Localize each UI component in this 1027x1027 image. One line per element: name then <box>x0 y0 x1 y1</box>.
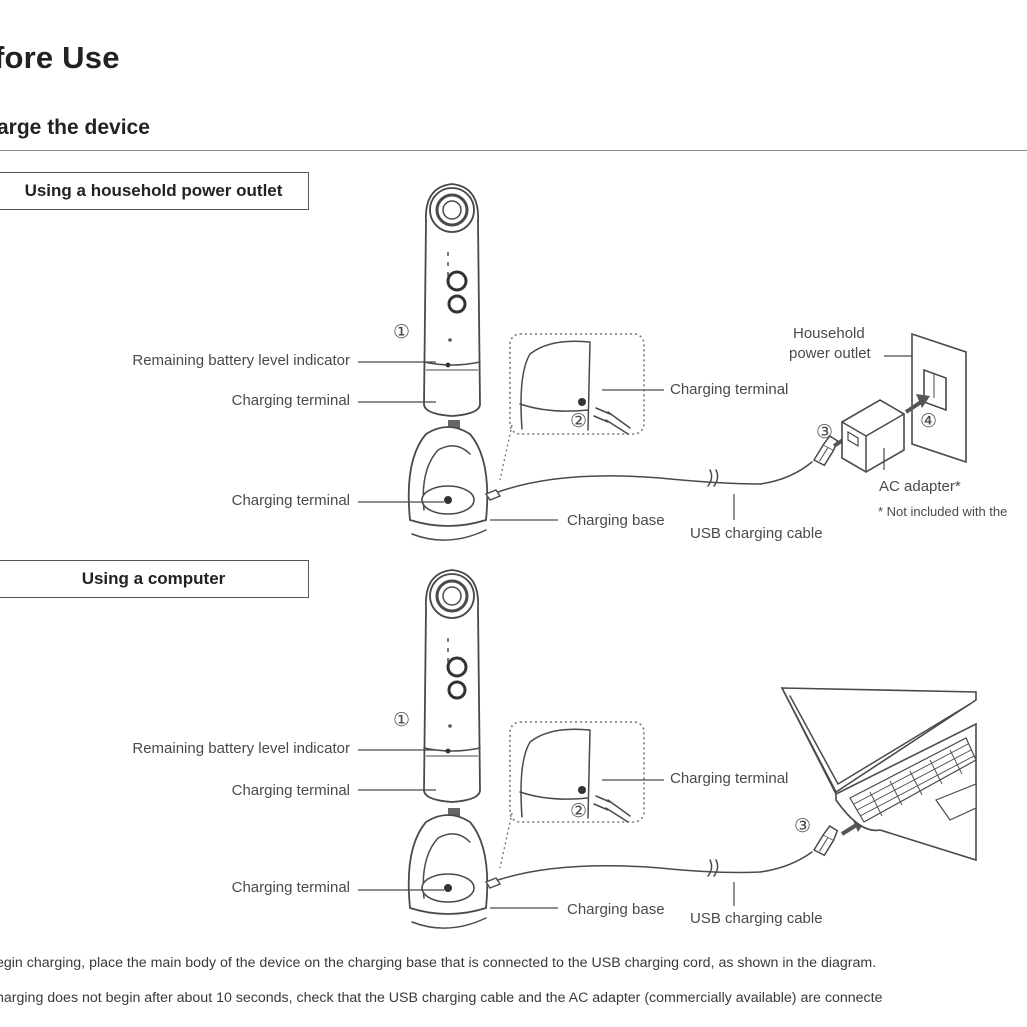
household-outlet-label-line2: power outlet <box>789 345 871 362</box>
base-charging-terminal-label: Charging terminal <box>231 879 350 896</box>
detail-charging-terminal-label: Charging terminal <box>670 381 789 398</box>
base-charging-terminal-label: Charging terminal <box>231 492 350 509</box>
body-charging-terminal-label: Charging terminal <box>231 392 350 409</box>
step-3-marker: ③ <box>794 816 812 837</box>
step-2-marker: ② <box>570 801 588 822</box>
section-heading: arge the device <box>0 116 150 139</box>
page-title: fore Use <box>0 40 120 75</box>
step-3-marker: ③ <box>816 422 834 443</box>
battery-indicator-label: Remaining battery level indicator <box>132 740 350 757</box>
usb-cable-label: USB charging cable <box>690 525 823 542</box>
household-outlet-label-line1: Household <box>793 325 865 342</box>
outlet-method-label: Using a household power outlet <box>0 172 309 210</box>
step-1-marker: ① <box>393 710 411 731</box>
step-2-marker: ② <box>570 411 588 432</box>
ac-adapter-label: AC adapter* <box>879 478 961 495</box>
usb-cable-label: USB charging cable <box>690 910 823 927</box>
heading-divider <box>0 150 1027 151</box>
step-1-marker: ① <box>393 322 411 343</box>
battery-indicator-label: Remaining battery level indicator <box>132 352 350 369</box>
step-4-marker: ④ <box>920 411 938 432</box>
computer-method-label: Using a computer <box>0 560 309 598</box>
instruction-line-2: harging does not begin after about 10 se… <box>0 990 883 1006</box>
body-charging-terminal-label: Charging terminal <box>231 782 350 799</box>
instruction-line-1: egin charging, place the main body of th… <box>0 955 877 971</box>
ac-adapter-footnote: * Not included with the <box>878 504 1008 519</box>
charging-base-label: Charging base <box>567 901 665 918</box>
detail-charging-terminal-label: Charging terminal <box>670 770 789 787</box>
charging-base-label: Charging base <box>567 512 665 529</box>
